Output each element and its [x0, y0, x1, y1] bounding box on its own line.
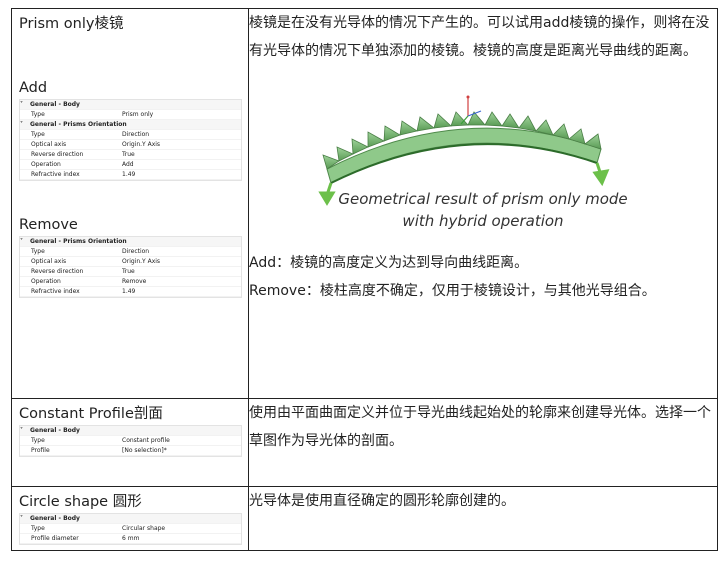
section-label-add: Add: [19, 80, 48, 96]
add-description: Add：棱镜的高度定义为达到导向曲线距离。: [249, 255, 529, 271]
property-key: Refractive index: [31, 171, 80, 178]
property-value: True: [122, 151, 135, 158]
property-value: 6 mm: [122, 535, 140, 542]
property-key: Type: [31, 525, 45, 532]
property-group-label: General - Body: [30, 427, 80, 434]
property-value: Direction: [122, 131, 150, 138]
property-row: Refractive index 1.49: [20, 170, 241, 180]
property-row: Profile diameter 6 mm: [20, 534, 241, 544]
property-key: Reverse direction: [31, 268, 84, 275]
property-value: Origin.Y Axis: [122, 258, 161, 265]
property-key: Operation: [31, 161, 61, 168]
chevron-down-icon: ˅: [20, 238, 23, 245]
property-key: Optical axis: [31, 258, 67, 265]
prism-teeth: [322, 111, 602, 170]
property-value: Origin.Y Axis: [122, 141, 161, 148]
figure-caption-line1: Geometrical result of prism only mode: [338, 190, 628, 208]
cell-prism-only-right: 棱镜是在没有光导体的情况下产生的。可以试用add棱镜的操作，则将在没有光导体的情…: [248, 8, 718, 399]
property-group-label: General - Body: [30, 101, 80, 108]
property-row: Refractive index 1.49: [20, 287, 241, 297]
property-key: Profile: [31, 447, 50, 454]
property-value: Constant profile: [122, 437, 170, 444]
property-row: Type Constant profile: [20, 436, 241, 446]
property-row: Type Direction: [20, 130, 241, 140]
property-value: Add: [122, 161, 134, 168]
property-row: Optical axis Origin.Y Axis: [20, 140, 241, 150]
prism-illustration: [318, 95, 610, 206]
chevron-down-icon: ˅: [20, 515, 23, 522]
property-value: 1.49: [122, 288, 136, 295]
property-group-header: ˅ General - Body: [20, 426, 241, 436]
cell-circle-shape-right: 光导体是使用直径确定的圆形轮廓创建的。: [248, 486, 718, 551]
property-value: [No selection]*: [122, 447, 167, 454]
property-key: Optical axis: [31, 141, 67, 148]
remove-description: Remove：棱柱高度不确定，仅用于棱镜设计，与其他光导组合。: [249, 283, 656, 299]
row-title: Prism only棱镜: [19, 16, 124, 32]
description: 棱镜是在没有光导体的情况下产生的。可以试用add棱镜的操作，则将在没有光导体的情…: [249, 15, 710, 59]
property-row: Profile [No selection]*: [20, 446, 241, 456]
end-arrows: [318, 162, 610, 206]
property-value: Prism only: [122, 111, 154, 118]
chevron-down-icon: ˅: [20, 427, 23, 434]
property-key: Type: [31, 111, 45, 118]
property-group-label: General - Prisms Orientation: [30, 121, 127, 128]
description: 使用由平面曲面定义并位于导光曲线起始处的轮廓来创建导光体。选择一个草图作为导光体…: [249, 405, 711, 449]
property-value: 1.49: [122, 171, 136, 178]
property-group-label: General - Prisms Orientation: [30, 238, 127, 245]
property-key: Type: [31, 437, 45, 444]
row-title: Circle shape 圆形: [19, 494, 142, 510]
property-value: Direction: [122, 248, 150, 255]
property-key: Type: [31, 131, 45, 138]
property-key: Refractive index: [31, 288, 80, 295]
property-key: Operation: [31, 278, 61, 285]
property-group-header: ˅ General - Body: [20, 514, 241, 524]
property-row: Reverse direction True: [20, 150, 241, 160]
property-key: Type: [31, 248, 45, 255]
property-value: True: [122, 268, 135, 275]
property-value: Circular shape: [122, 525, 166, 532]
property-row: Reverse direction True: [20, 267, 241, 277]
description: 光导体是使用直径确定的圆形轮廓创建的。: [249, 493, 515, 509]
property-key: Reverse direction: [31, 151, 84, 158]
cell-constant-profile-right: 使用由平面曲面定义并位于导光曲线起始处的轮廓来创建导光体。选择一个草图作为导光体…: [248, 398, 718, 487]
row-title: Constant Profile剖面: [19, 406, 163, 422]
figure-caption-line2: with hybrid operation: [402, 212, 564, 230]
axes-triad: [460, 95, 482, 125]
property-row: Operation Add: [20, 160, 241, 170]
chevron-down-icon: ˅: [20, 121, 23, 128]
property-row: Optical axis Origin.Y Axis: [20, 257, 241, 267]
property-group-header: ˅ General - Prisms Orientation: [20, 120, 241, 130]
chevron-down-icon: ˅: [20, 101, 23, 108]
property-group-header: ˅ General - Body: [20, 100, 241, 110]
prism-figure: Geometrical result of prism only mode wi…: [249, 71, 717, 239]
property-row: Type Prism only: [20, 110, 241, 120]
section-label-remove: Remove: [19, 217, 78, 233]
property-key: Profile diameter: [31, 535, 79, 542]
property-group-header: ˅ General - Prisms Orientation: [20, 237, 241, 247]
property-row: Type Circular shape: [20, 524, 241, 534]
property-row: Operation Remove: [20, 277, 241, 287]
property-value: Remove: [122, 278, 147, 285]
property-row: Type Direction: [20, 247, 241, 257]
property-group-label: General - Body: [30, 515, 80, 522]
